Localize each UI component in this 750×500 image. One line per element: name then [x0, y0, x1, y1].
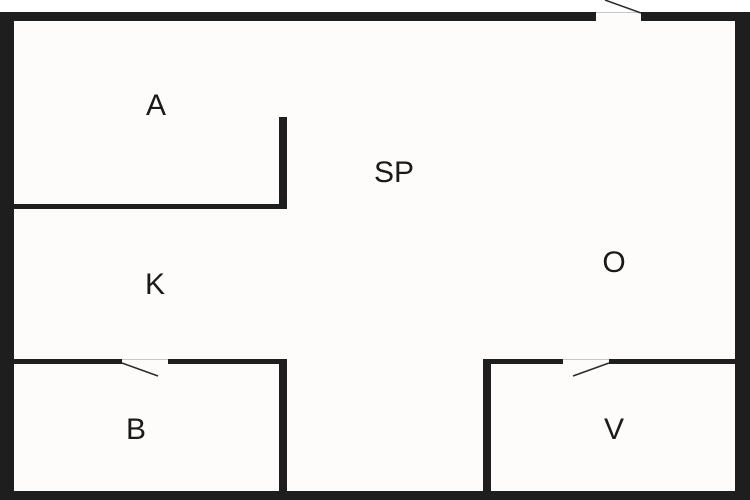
wall-b-top-right [168, 359, 287, 364]
wall-v-top-right [609, 359, 735, 364]
wall-v-top-left [483, 359, 563, 364]
wall-b-top-left [14, 359, 122, 364]
room-label-b: B [125, 413, 147, 446]
wall-a-bottom [14, 204, 287, 209]
outer-wall-right [735, 12, 750, 500]
room-label-v: V [603, 413, 625, 446]
room-label-a: A [145, 89, 167, 122]
room-label-sp: SP [373, 156, 415, 189]
room-label-k: K [144, 268, 166, 301]
wall-a-right [279, 117, 287, 209]
outer-wall-bottom [0, 491, 750, 500]
outer-wall-top-right [641, 12, 750, 21]
background-strip [0, 0, 750, 12]
room-v-door-swing-icon [572, 362, 610, 377]
room-v-door-gap[interactable] [563, 359, 609, 364]
outer-wall-left [0, 12, 14, 500]
room-label-o: O [602, 246, 626, 279]
room-b-door-swing-icon [121, 362, 159, 377]
wall-b-right [279, 359, 287, 491]
room-b-door-gap[interactable] [122, 359, 168, 364]
outer-wall-top-left [0, 12, 596, 21]
wall-v-left [483, 359, 491, 491]
entrance-door-gap[interactable] [596, 12, 641, 21]
